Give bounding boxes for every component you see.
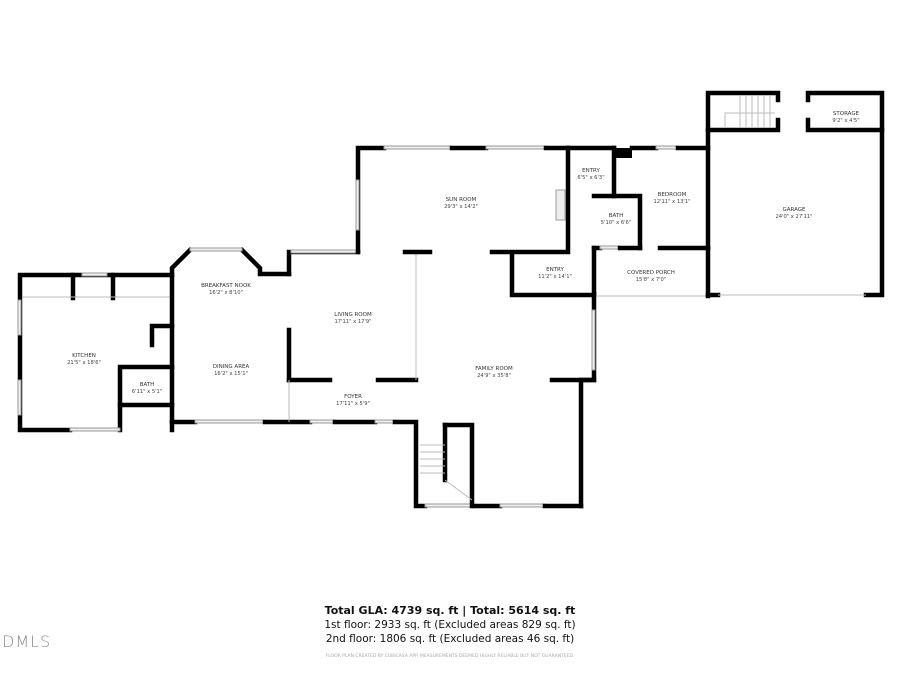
room-family-name: FAMILY ROOM xyxy=(475,366,513,372)
room-foyer-dims: 17'11" x 5'9" xyxy=(336,401,370,407)
room-garage-name: GARAGE xyxy=(782,207,806,213)
room-bath-name: BATH xyxy=(140,382,155,388)
room-porch-dims: 15'8" x 7'0" xyxy=(636,277,667,283)
second-floor-area: 2nd floor: 1806 sq. ft (Excluded areas 4… xyxy=(325,633,575,645)
room-living-name: LIVING ROOM xyxy=(334,312,372,318)
room-foyer-name: FOYER xyxy=(344,394,362,400)
room-porch-name: COVERED PORCH xyxy=(627,270,675,276)
staircase xyxy=(420,422,475,509)
room-garage-dims: 24'0" x 27'11" xyxy=(775,214,812,220)
room-bath2-name: BATH xyxy=(609,213,624,219)
room-kitchen-dims: 21'5" x 18'6" xyxy=(67,360,101,366)
room-dining-dims: 16'2" x 15'1" xyxy=(214,371,248,377)
room-sun-dims: 29'3" x 14'2" xyxy=(444,204,478,210)
room-labels: KITCHEN 21'5" x 18'6" BATH 6'11" x 5'1" … xyxy=(67,111,860,407)
room-bedroom-dims: 12'11" x 13'1" xyxy=(653,199,690,205)
room-family-dims: 24'9" x 35'8" xyxy=(477,373,511,379)
room-entry-dims: 11'2" x 14'1" xyxy=(538,274,572,280)
room-entry2-name: ENTRY xyxy=(582,168,600,174)
first-floor-area: 1st floor: 2933 sq. ft (Excluded areas 8… xyxy=(324,619,576,631)
room-dining-name: DINING AREA xyxy=(213,364,250,370)
room-storage-name: STORAGE xyxy=(833,111,860,117)
credit-note: FLOOR PLAN CREATED BY CUBICASA APP. MEAS… xyxy=(325,654,575,659)
room-breakfast-dims: 16'2" x 8'10" xyxy=(209,290,243,296)
room-bedroom-name: BEDROOM xyxy=(658,192,687,198)
room-sun-name: SUN ROOM xyxy=(446,197,477,203)
room-living-dims: 17'11" x 17'9" xyxy=(334,319,371,325)
room-bath2-dims: 5'10" x 6'6" xyxy=(601,220,632,226)
total-area: Total GLA: 4739 sq. ft | Total: 5614 sq.… xyxy=(324,604,576,617)
room-kitchen-name: KITCHEN xyxy=(72,353,96,359)
walls xyxy=(17,90,885,509)
room-entry2-dims: 6'5" x 6'3" xyxy=(577,175,604,181)
room-breakfast-name: BREAKFAST NOOK xyxy=(201,283,251,289)
room-bath-dims: 6'11" x 5'1" xyxy=(132,389,163,395)
room-entry-name: ENTRY xyxy=(546,267,564,273)
floor-plan: KITCHEN 21'5" x 18'6" BATH 6'11" x 5'1" … xyxy=(17,90,885,509)
room-storage-dims: 9'2" x 4'5" xyxy=(832,118,859,124)
garage-staircase xyxy=(724,96,775,128)
dmls-logo: DMLS xyxy=(2,632,52,651)
